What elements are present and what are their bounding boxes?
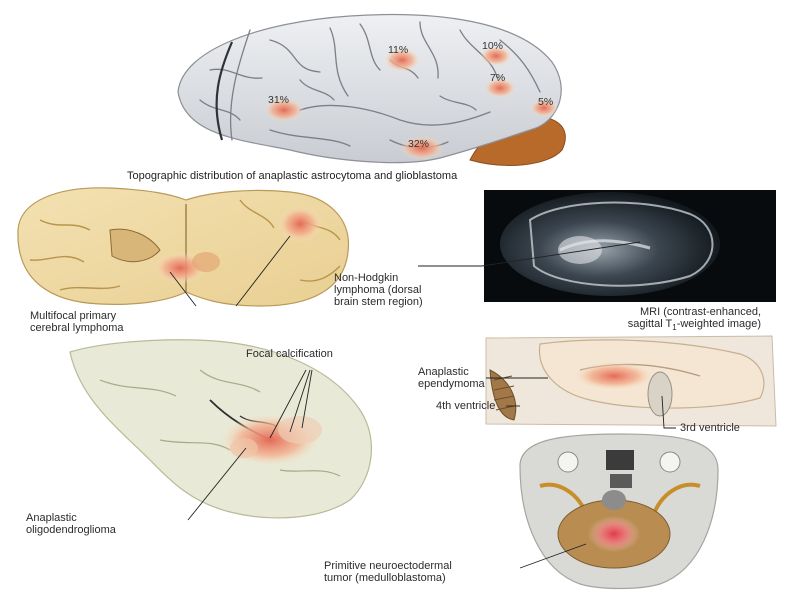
tumor-site-10	[480, 46, 512, 66]
pct-label: 32%	[408, 138, 430, 150]
sulci	[199, 21, 541, 149]
tumor-site-5	[530, 99, 558, 117]
label-line: Anaplastic	[26, 512, 77, 524]
fourth-ventricle-label: 4th ventricle	[436, 400, 496, 412]
tumor-site-32	[400, 136, 444, 160]
leader-lines	[169, 235, 676, 569]
pct-label: 31%	[268, 94, 290, 106]
central-sulcus	[215, 41, 234, 141]
caption-sub: 1	[672, 323, 677, 333]
oligodendroglioma-label: Anaplastic oligodendroglioma	[26, 512, 116, 536]
mri-image	[484, 190, 776, 302]
caption-prefix: sagittal T	[627, 318, 673, 330]
label-line: tumor (medulloblastoma)	[324, 572, 446, 584]
label-line: MRI (contrast-enhanced,	[640, 306, 762, 318]
pnet-illustration	[519, 433, 719, 590]
top-brain-caption: Topographic distribution of anaplastic a…	[127, 170, 458, 182]
ependymoma-label: Anaplastic ependymoma	[418, 366, 485, 390]
lymphoma-slice-illustration	[17, 187, 350, 307]
label-line: Primitive neuroectodermal	[324, 560, 452, 572]
third-ventricle-label: 3rd ventricle	[680, 422, 740, 434]
ependymoma-illustration	[485, 335, 777, 427]
nhl-label: Non-Hodgkin lymphoma (dorsal brain stem …	[334, 272, 423, 308]
pct-label: 10%	[482, 40, 504, 52]
tumor-site-7	[484, 78, 516, 98]
label-line: Multifocal primary	[30, 310, 117, 322]
label-line: Anaplastic	[418, 366, 469, 378]
cerebrum	[177, 13, 562, 164]
label-line: ependymoma	[418, 378, 485, 390]
label-line: sagittal T1-weighted image)	[608, 318, 761, 334]
pct-label: 5%	[538, 96, 554, 108]
pnet-label: Primitive neuroectodermal tumor (medullo…	[324, 560, 452, 584]
label-line: cerebral lymphoma	[30, 322, 124, 334]
label-line: oligodendroglioma	[26, 524, 116, 536]
label-line: Non-Hodgkin	[334, 272, 399, 284]
tumor-site-11	[384, 48, 420, 72]
oligodendroglioma-illustration	[69, 339, 372, 519]
mri-caption: MRI (contrast-enhanced, sagittal T1-weig…	[628, 306, 762, 334]
label-line: brain stem region)	[334, 296, 423, 308]
focal-calcification-label: Focal calcification	[246, 348, 333, 360]
pct-label: 11%	[388, 44, 409, 56]
label-line: lymphoma (dorsal	[334, 284, 422, 296]
lateral-brain-illustration	[177, 13, 566, 166]
caption-suffix: -weighted image)	[676, 318, 762, 330]
multifocal-lymphoma-label: Multifocal primary cerebral lymphoma	[30, 310, 124, 334]
tumor-site-31	[264, 98, 304, 122]
pct-label: 7%	[490, 72, 506, 84]
